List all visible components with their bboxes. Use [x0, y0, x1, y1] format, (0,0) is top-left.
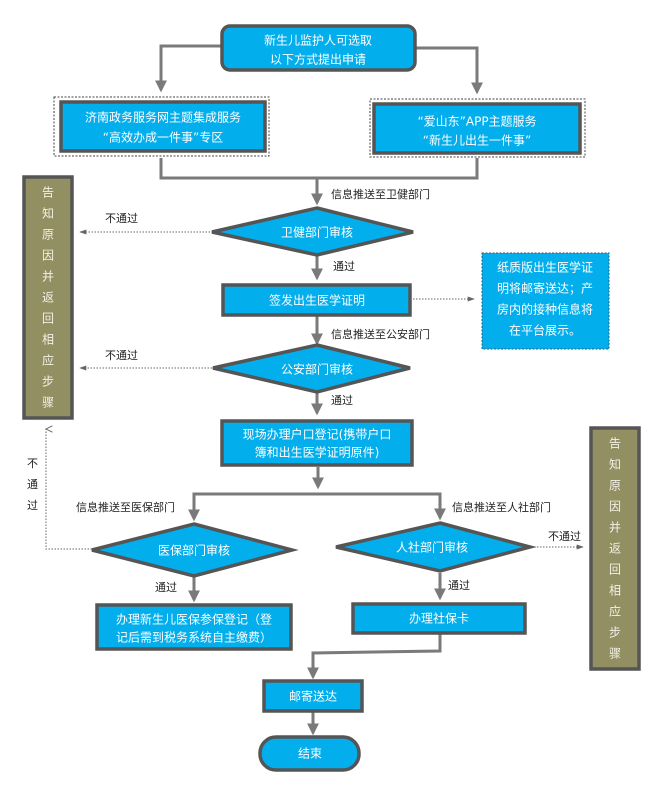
- start-line-2: 以下方式提出申请: [270, 52, 366, 67]
- label-health-pass: 通过: [333, 260, 355, 273]
- connector-medical-fail: [46, 429, 92, 550]
- connector-start-left: [155, 44, 222, 93]
- connector-options-merge: [159, 158, 479, 180]
- social-review-decision: 人社部门审核: [335, 521, 537, 573]
- social-card-node: 办理社保卡: [351, 602, 527, 635]
- medical-enroll-line-2: 记后需到税务系统自主缴费）: [116, 630, 272, 645]
- reject-left-char: 告: [42, 186, 54, 200]
- mail-delivery-label: 邮寄送达: [289, 689, 337, 704]
- reject-right-char: 步: [609, 626, 621, 640]
- reject-right-char: 因: [609, 500, 621, 514]
- reject-right-char: 并: [609, 521, 621, 535]
- start-line-1: 新生儿监护人可选取: [264, 33, 372, 48]
- reject-left-char: 步: [42, 375, 54, 389]
- social-review-label: 人社部门审核: [396, 540, 468, 555]
- option-right-line-2: “新生儿出生一件事”: [423, 133, 531, 148]
- police-review-decision: 公安部门审核: [212, 343, 411, 394]
- reject-right-char: 骤: [609, 647, 621, 661]
- label-medical-pass: 通过: [155, 581, 177, 594]
- label-medical-fail-3: 过: [27, 499, 38, 512]
- police-review-label: 公安部门审核: [281, 362, 353, 377]
- connector-start-right: [415, 46, 483, 95]
- mail-delivery-node: 邮寄送达: [262, 679, 364, 713]
- reject-left-char: 并: [42, 270, 54, 284]
- label-social-pass: 通过: [448, 579, 470, 592]
- issue-certificate-node: 签发出生医学证明: [221, 283, 412, 317]
- household-registration-node: 现场办理户口登记(携带户口 簿和出生医学证明原件): [220, 419, 414, 467]
- reject-right-char: 应: [609, 604, 621, 619]
- label-police-fail: 不通过: [105, 349, 138, 362]
- connectors: [46, 44, 584, 736]
- reject-right-char: 回: [609, 563, 621, 577]
- reject-right-char: 原: [609, 479, 621, 493]
- reject-right-char: 知: [609, 458, 621, 472]
- start-node: 新生儿监护人可选取 以下方式提出申请: [220, 24, 417, 72]
- option-right-node: “爱山东”APP主题服务 “新生儿出生一件事”: [369, 98, 586, 158]
- note-line-4: 在平台展示。: [509, 323, 581, 338]
- health-review-decision: 卫健部门审核: [211, 206, 414, 257]
- option-right-line-1: “爱山东”APP主题服务: [417, 114, 536, 129]
- option-left-line-2: “高效办成一件事”专区: [103, 130, 223, 145]
- connector-to-mail: [307, 633, 442, 680]
- reject-left-char: 骤: [42, 396, 54, 410]
- household-line-1: 现场办理户口登记(携带户口: [243, 427, 392, 442]
- reject-left-char: 回: [42, 312, 54, 326]
- label-push-medical: 信息推送至医保部门: [76, 500, 175, 514]
- reject-left-char: 知: [42, 207, 54, 221]
- note-paper-certificate: 纸质版出生医学证 明将邮寄送达；产 房内的接种信息将 在平台展示。: [481, 252, 610, 350]
- option-left-line-1: 济南政务服务网主题集成服务: [85, 110, 241, 125]
- household-line-2: 簿和出生医学证明原件): [255, 445, 380, 460]
- reject-left-char: 相: [42, 333, 54, 347]
- medical-enroll-node: 办理新生儿医保参保登记（登 记后需到税务系统自主缴费）: [95, 603, 293, 651]
- reject-left-char: 返: [42, 291, 54, 305]
- label-police-pass: 通过: [331, 394, 353, 407]
- issue-certificate-label: 签发出生医学证明: [269, 293, 365, 308]
- social-card-label: 办理社保卡: [409, 611, 469, 626]
- reject-right-char: 返: [609, 542, 621, 556]
- note-line-2: 明将邮寄送达；产: [497, 281, 593, 296]
- label-push-social: 信息推送至人社部门: [452, 500, 551, 514]
- note-line-1: 纸质版出生医学证: [497, 260, 593, 275]
- end-label: 结束: [298, 747, 322, 761]
- reject-left-char: 应: [42, 353, 54, 368]
- medical-review-label: 医保部门审核: [158, 543, 230, 558]
- reject-right-char: 相: [609, 584, 621, 598]
- reject-right-char: 告: [609, 437, 621, 451]
- connector-split: [192, 492, 442, 518]
- reject-left-char: 因: [42, 249, 54, 263]
- reject-left-char: 原: [42, 228, 54, 242]
- label-medical-fail-2: 通: [27, 478, 38, 491]
- note-line-3: 房内的接种信息将: [497, 302, 593, 317]
- medical-review-decision: 医保部门审核: [91, 522, 299, 578]
- label-health-fail: 不通过: [105, 212, 138, 225]
- medical-enroll-line-1: 办理新生儿医保参保登记（登: [116, 612, 272, 627]
- label-push-police: 信息推送至公安部门: [331, 327, 430, 341]
- end-node: 结束: [258, 735, 361, 772]
- label-push-health: 信息推送至卫健部门: [331, 187, 430, 201]
- option-left-node: 济南政务服务网主题集成服务 “高效办成一件事”专区: [53, 96, 270, 157]
- label-medical-fail-1: 不: [27, 457, 38, 470]
- label-social-fail: 不通过: [548, 530, 581, 543]
- health-review-label: 卫健部门审核: [281, 225, 353, 240]
